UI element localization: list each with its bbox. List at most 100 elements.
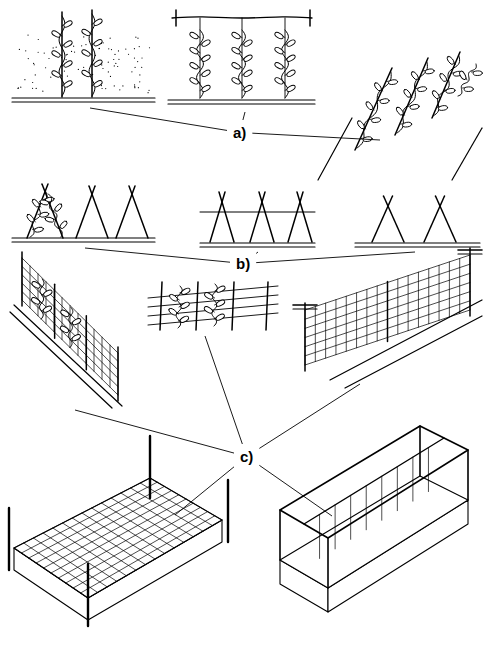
leaf [189, 46, 199, 55]
support-stake [288, 192, 303, 242]
support-string [397, 467, 398, 511]
soil-dot [18, 87, 19, 88]
leaf [388, 79, 398, 85]
soil-dot [101, 85, 102, 86]
leaf [201, 39, 211, 48]
leaf [446, 88, 456, 94]
support-stake [196, 282, 198, 330]
soil-dot [128, 54, 129, 55]
ground-line [452, 128, 482, 180]
leaf [189, 61, 199, 70]
soil-dot [38, 52, 39, 53]
soil-dot [38, 39, 39, 40]
leaf [59, 325, 69, 334]
leader-line [175, 467, 234, 515]
leaf [365, 101, 374, 111]
leaf [286, 69, 296, 78]
soil-dot [147, 92, 148, 93]
support-stake [232, 282, 234, 330]
leaf [274, 77, 284, 86]
leaf [54, 203, 64, 213]
support-stake [372, 196, 393, 242]
support-stake [384, 196, 405, 242]
net-line [88, 520, 222, 598]
leaf [39, 199, 49, 206]
soil-dot [148, 90, 149, 91]
frame-post [327, 538, 329, 588]
ground-line [12, 237, 155, 238]
corner-post [149, 436, 151, 498]
soil-dot [110, 76, 111, 77]
leaf [438, 105, 448, 111]
leaf [59, 220, 69, 230]
soil-dot [134, 58, 135, 59]
soil-dot [134, 86, 135, 87]
drawing [9, 10, 482, 626]
support-stake [91, 10, 93, 97]
leaf [274, 46, 284, 55]
net-line [81, 516, 215, 593]
leaf [31, 296, 41, 305]
ground-line [14, 305, 122, 406]
leaf [403, 88, 412, 98]
support-string [412, 457, 413, 501]
leaf [402, 122, 412, 128]
leaf [425, 68, 435, 74]
leaf [473, 71, 482, 76]
leaf [51, 70, 61, 79]
support-stake [89, 186, 108, 238]
leaf [431, 90, 440, 100]
soil-dot [53, 47, 54, 48]
soil-dot [25, 50, 26, 51]
leaf [231, 61, 241, 70]
soil-dot [99, 48, 100, 49]
leaf [42, 305, 52, 314]
soil-dot [32, 82, 33, 83]
net-line [102, 337, 103, 379]
support-stake [355, 68, 392, 150]
leaf [243, 54, 253, 63]
support-crossbar [458, 253, 482, 254]
soil-dot [34, 64, 35, 65]
leaf [168, 307, 178, 316]
ground-line [330, 300, 482, 380]
net-line [22, 275, 118, 370]
leaf [93, 79, 103, 88]
soil-dot [118, 59, 119, 60]
leaf [464, 87, 473, 92]
support-stake [86, 316, 88, 370]
leader-lines [75, 108, 415, 516]
soil-dot [42, 91, 43, 92]
soil-dot [81, 45, 82, 46]
soil-dot [24, 79, 25, 80]
leaf [204, 291, 214, 300]
frame-post [419, 426, 421, 476]
soil-dot [113, 59, 114, 60]
soil-dot [103, 42, 104, 43]
soil-dot [56, 47, 57, 48]
support-stake [304, 303, 306, 371]
soil-dot [27, 34, 28, 35]
leaf [51, 30, 61, 39]
frame-post [279, 510, 281, 560]
soil-dot [17, 88, 18, 89]
frame-post [467, 450, 469, 500]
ground-line [10, 312, 112, 408]
leaf [231, 46, 241, 55]
leader-line [256, 252, 415, 263]
leaf [63, 80, 73, 89]
ground-line [168, 103, 315, 104]
frame-rail [280, 426, 468, 538]
leaf [380, 98, 390, 104]
net-line [94, 329, 95, 371]
leaf [201, 54, 211, 63]
support-wire [148, 313, 278, 325]
soil-dot [138, 87, 139, 88]
leaf [60, 309, 70, 318]
support-stake [436, 196, 457, 242]
soil-dot [119, 89, 120, 90]
soil-dot [114, 65, 115, 66]
soil-dot [78, 69, 79, 70]
soil-dot [45, 67, 46, 68]
leaf [286, 54, 296, 63]
